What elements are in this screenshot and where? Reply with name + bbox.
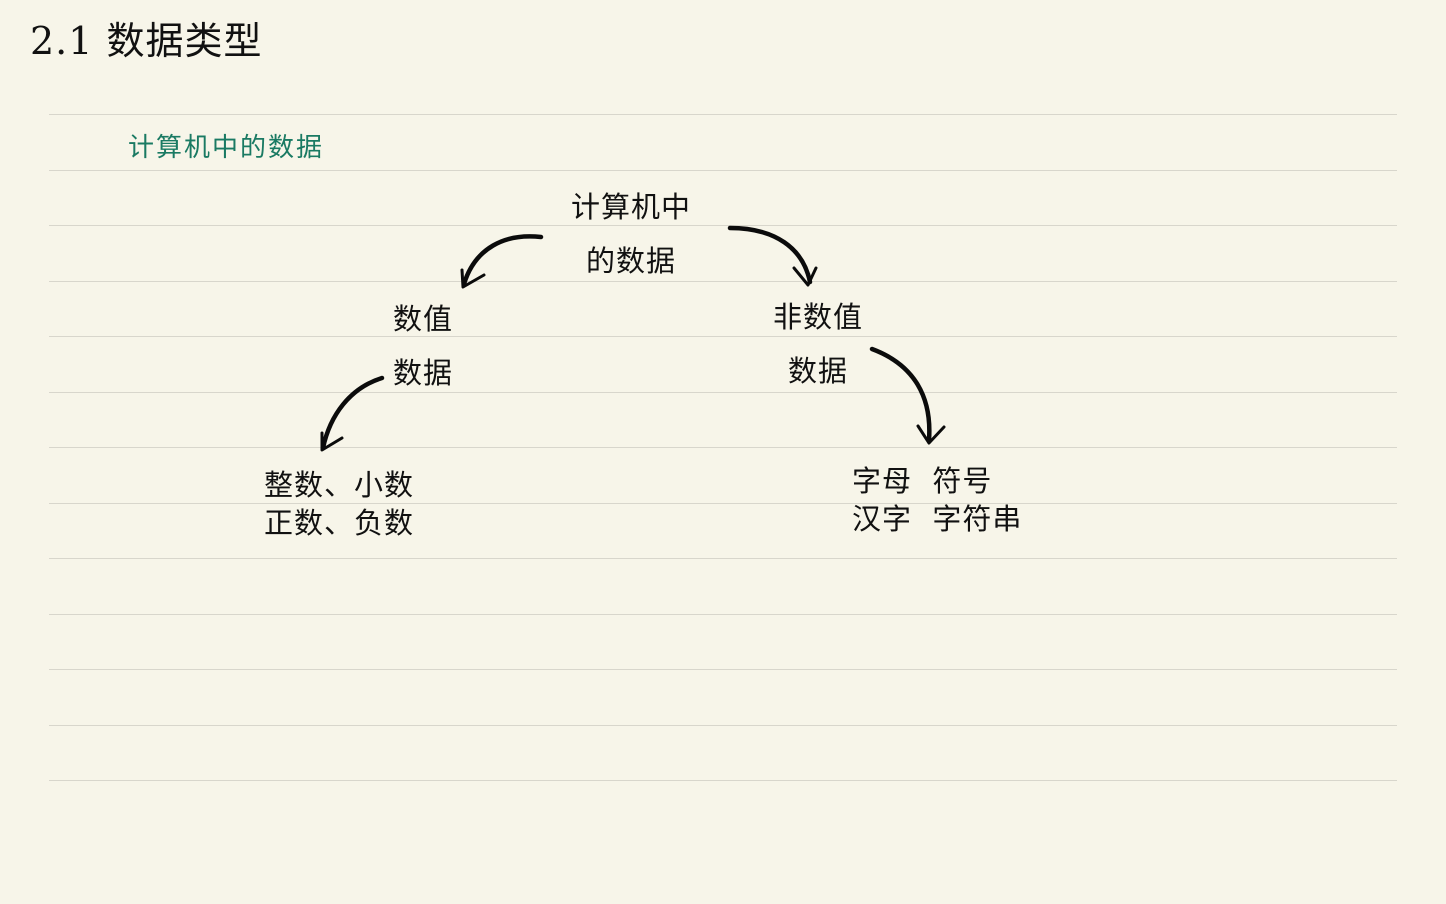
- ruled-line: [49, 114, 1397, 115]
- numeric-example-line: 正数、负数: [264, 506, 415, 540]
- ruled-line: [49, 281, 1397, 282]
- arrow-non-numeric-to-examples: [869, 346, 946, 445]
- non-numeric-data-node: 非数值 数据: [770, 290, 866, 398]
- numeric-examples: 整数、小数 正数、负数: [264, 466, 414, 542]
- ruled-line: [49, 392, 1397, 393]
- section-heading: 计算机中的数据: [128, 133, 325, 163]
- ruled-line: [49, 614, 1397, 615]
- ruled-line: [49, 780, 1397, 781]
- non-numeric-example-line: 字母 符号: [852, 464, 993, 498]
- non-numeric-examples: 字母 符号 汉字 字符串: [852, 462, 1022, 538]
- root-node-line2: 的数据: [585, 244, 676, 278]
- arrow-numeric-to-examples: [320, 375, 385, 452]
- non-numeric-node-line2: 数据: [787, 354, 848, 388]
- numeric-example-line: 整数、小数: [264, 468, 415, 502]
- root-node: 计算机中 的数据: [568, 180, 694, 288]
- ruled-line: [49, 336, 1397, 337]
- non-numeric-node-line1: 非数值: [772, 300, 863, 334]
- ruled-line: [49, 225, 1397, 226]
- ruled-line: [49, 725, 1397, 726]
- non-numeric-example-line: 汉字 字符串: [852, 502, 1023, 536]
- arrow-root-to-non-numeric: [727, 225, 818, 287]
- arrow-root-to-numeric: [460, 234, 544, 289]
- ruled-line: [49, 669, 1397, 670]
- numeric-node-line1: 数值: [392, 302, 453, 336]
- ruled-line: [49, 447, 1397, 448]
- numeric-data-node: 数值 数据: [388, 292, 458, 400]
- ruled-line: [49, 170, 1397, 171]
- root-node-line1: 计算机中: [570, 190, 691, 224]
- numeric-node-line2: 数据: [392, 356, 453, 390]
- ruled-line: [49, 558, 1397, 559]
- ruled-line: [49, 503, 1397, 504]
- page-title: 2.1 数据类型: [30, 19, 263, 63]
